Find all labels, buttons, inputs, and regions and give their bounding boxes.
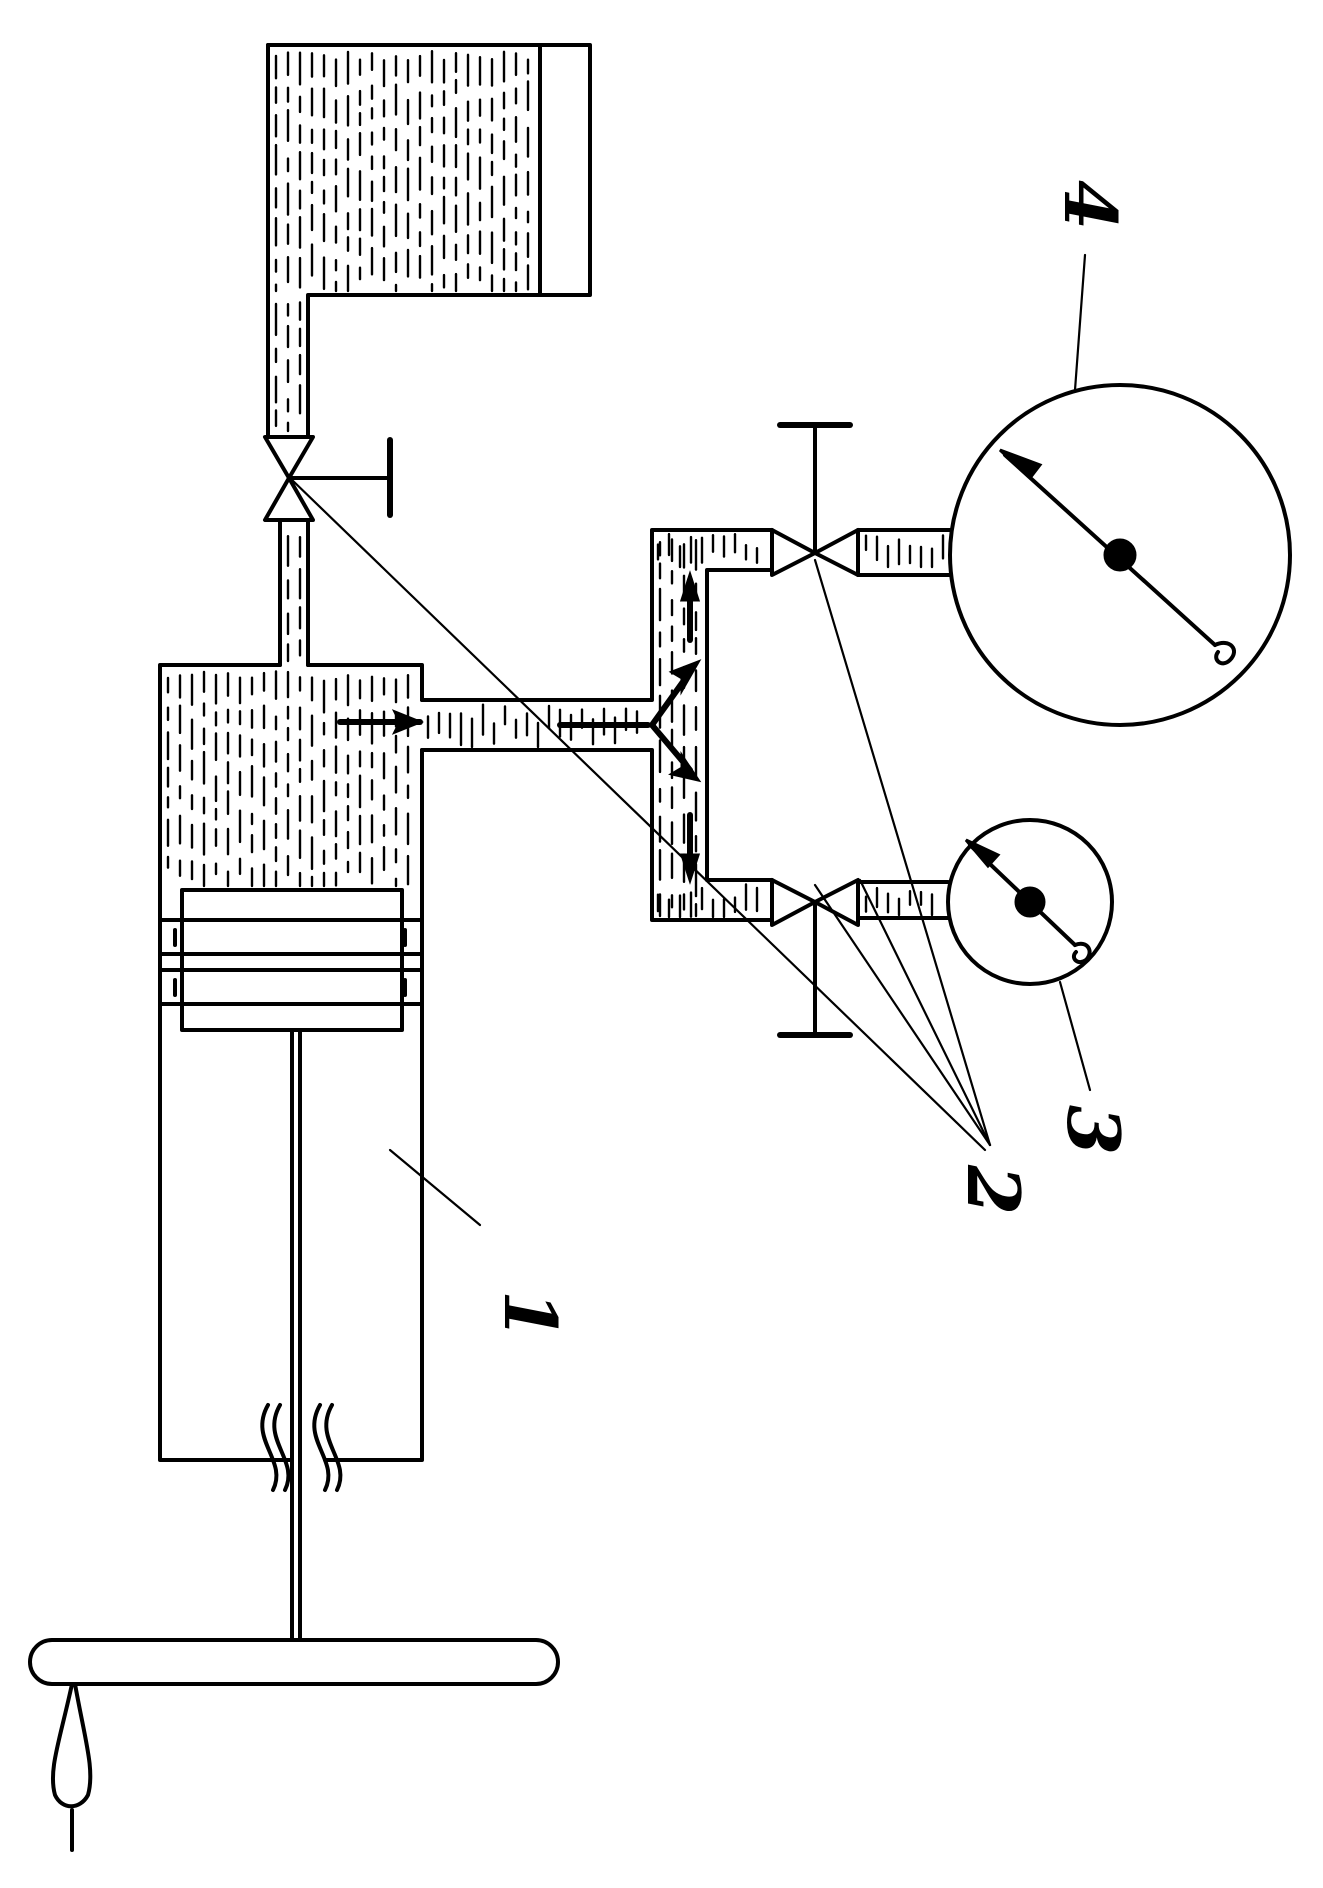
part-labels: 1 2 3 4 <box>488 180 1136 1340</box>
flow-arrows <box>337 570 702 885</box>
supply-valve[interactable] <box>263 435 393 522</box>
outlet-pipe-fluid <box>286 534 302 663</box>
lower-gauge-pipe-fluid <box>864 886 934 917</box>
upper-gauge-pipe-fluid <box>864 534 945 569</box>
manifold-fluid <box>658 538 698 918</box>
reservoir-tank <box>266 43 592 437</box>
piston <box>158 888 424 1032</box>
tank-fluid <box>274 50 530 293</box>
label-small-gauge: 3 <box>1051 1105 1136 1155</box>
lower-gauge-valve[interactable] <box>770 878 860 1038</box>
label-cylinder: 1 <box>488 1290 573 1340</box>
piston-rod <box>260 1028 343 1642</box>
manifold-top-fluid <box>656 532 759 569</box>
cylinder <box>158 663 424 1462</box>
fluid-fill <box>166 50 945 919</box>
label-large-gauge: 4 <box>1048 180 1133 230</box>
outlet-pipe <box>278 520 310 667</box>
supply-pipe-fluid <box>274 301 302 433</box>
label-valves: 2 <box>951 1164 1036 1215</box>
small-gauge-pipe <box>856 880 950 920</box>
cylinder-fluid <box>166 670 410 888</box>
hand-lever[interactable] <box>28 1638 560 1852</box>
large-pressure-gauge <box>948 383 1292 727</box>
large-gauge-pipe <box>856 528 952 577</box>
manifold-bottom-fluid <box>656 883 759 919</box>
leader-lines <box>288 253 1092 1227</box>
small-pressure-gauge <box>946 818 1114 986</box>
upper-gauge-valve[interactable] <box>770 422 860 577</box>
